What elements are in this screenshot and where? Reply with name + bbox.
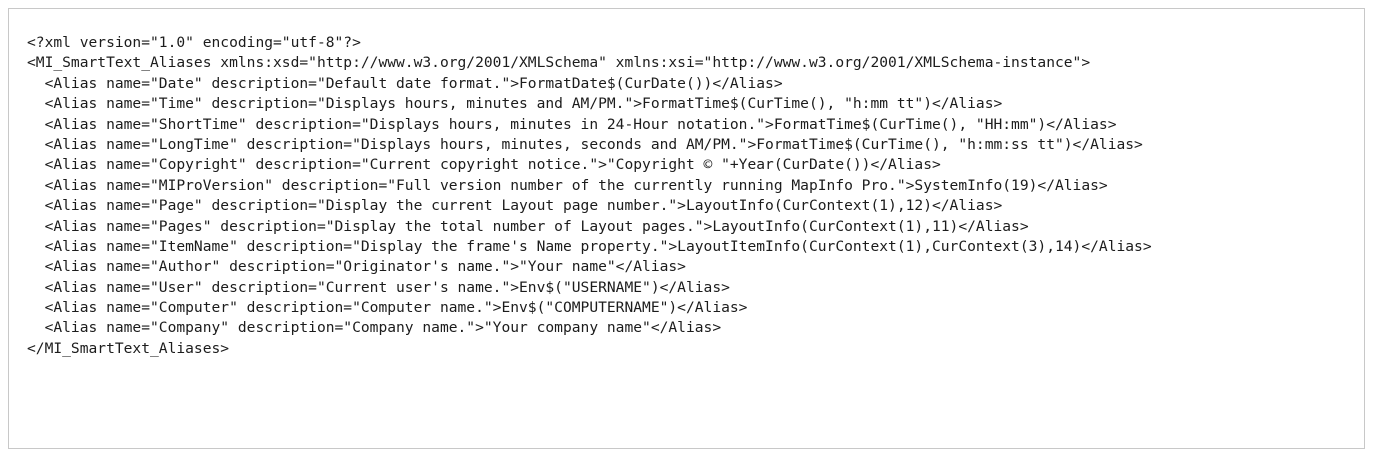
code-line: <Alias name="Company" description="Compa…	[27, 319, 722, 337]
code-line: <?xml version="1.0" encoding="utf-8"?>	[27, 34, 361, 51]
code-line: <Alias name="MIProVersion" description="…	[27, 176, 1108, 194]
xml-source-text: <?xml version="1.0" encoding="utf-8"?> <M…	[9, 33, 1364, 359]
code-line: <Alias name="User" description="Current …	[27, 278, 730, 296]
code-line: </MI_SmartText_Aliases>	[27, 339, 230, 357]
code-line: <Alias name="Time" description="Displays…	[27, 95, 1003, 113]
code-line: <Alias name="Page" description="Display …	[27, 197, 1003, 215]
code-line: <Alias name="Pages" description="Display…	[27, 217, 1029, 235]
code-line: <Alias name="Copyright" description="Cur…	[27, 156, 941, 174]
code-line: <Alias name="LongTime" description="Disp…	[27, 135, 1143, 153]
code-line: <Alias name="ShortTime" description="Dis…	[27, 115, 1117, 133]
code-line: <Alias name="Author" description="Origin…	[27, 258, 686, 276]
code-line: <MI_SmartText_Aliases xmlns:xsd="http://…	[27, 54, 1091, 72]
code-line: <Alias name="Computer" description="Comp…	[27, 299, 748, 317]
code-line: <Alias name="Date" description="Default …	[27, 74, 783, 92]
code-listing-panel: <?xml version="1.0" encoding="utf-8"?> <M…	[8, 8, 1365, 449]
code-line: <Alias name="ItemName" description="Disp…	[27, 237, 1152, 255]
